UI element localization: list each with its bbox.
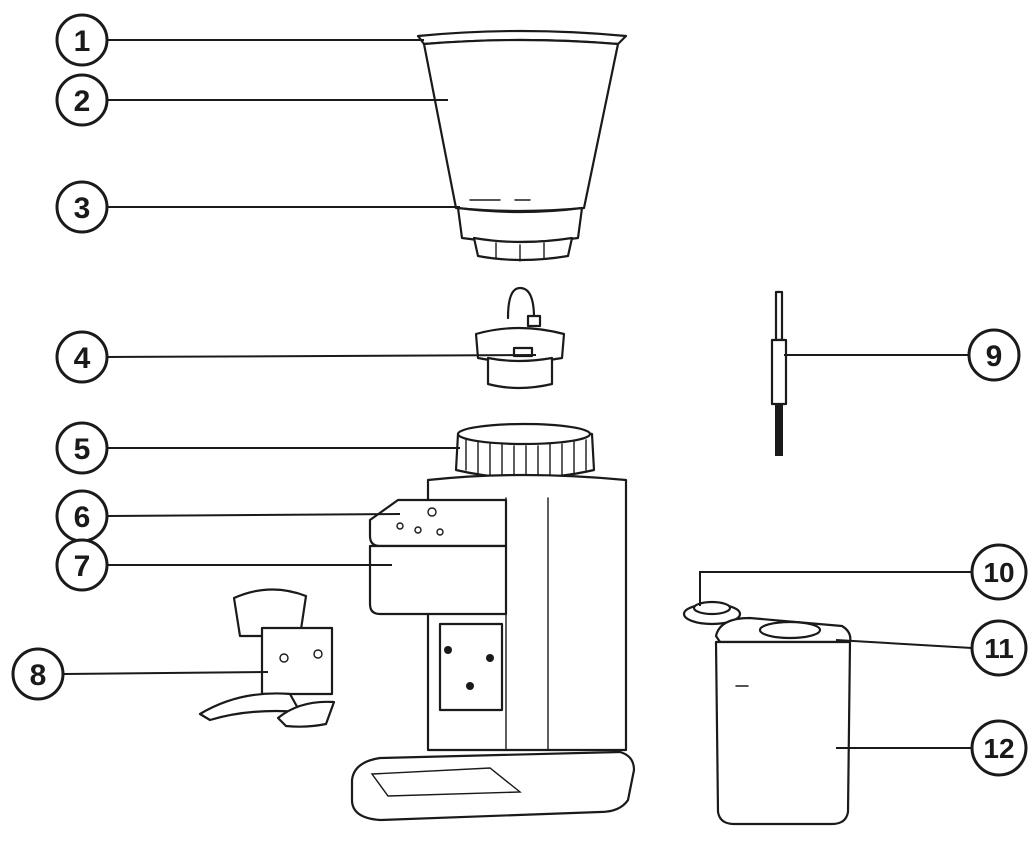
leader-11	[835, 639, 973, 649]
burr-cylinder	[486, 356, 554, 390]
panel-icon	[396, 522, 404, 530]
grind-ring-ridges	[465, 439, 587, 479]
leader-10	[699, 571, 972, 606]
bean-hopper	[416, 29, 628, 262]
brush-tip	[774, 290, 784, 342]
cradle-plate	[260, 626, 334, 696]
hopper-collar	[472, 236, 574, 262]
cradle-top-hook	[232, 588, 308, 638]
hopper-body	[422, 38, 620, 213]
leader-6	[107, 513, 401, 517]
brush-bristles	[775, 404, 783, 456]
panel-icon	[414, 526, 422, 534]
callout-label: 11	[984, 633, 1014, 664]
portafilter-cradle	[198, 588, 336, 728]
cap-loop	[692, 600, 732, 616]
cradle-hole	[313, 649, 323, 659]
callout-label: 8	[30, 659, 47, 692]
brush-handle	[770, 338, 788, 406]
grind-ring	[454, 422, 596, 480]
cradle-arm-right	[276, 700, 336, 728]
callout-10: 10	[970, 543, 1028, 601]
callout-label: 7	[74, 550, 91, 583]
container-body	[714, 640, 852, 826]
callout-label: 12	[983, 733, 1014, 764]
callout-label: 4	[74, 342, 91, 375]
callout-12: 12	[970, 719, 1028, 777]
callout-label: 10	[983, 557, 1014, 588]
cradle-hole	[279, 653, 289, 663]
callout-1: 1	[55, 13, 109, 67]
burr-handle	[506, 286, 536, 320]
callout-2: 2	[55, 73, 109, 127]
cleaning-brush	[770, 290, 788, 456]
panel-icon	[427, 507, 437, 517]
base-tray	[350, 750, 636, 822]
callout-4: 4	[55, 330, 109, 384]
mount-hole	[486, 654, 494, 662]
callout-8: 8	[11, 647, 65, 701]
mount-hole	[466, 682, 474, 690]
burr-knob	[526, 314, 542, 328]
callout-7: 7	[55, 538, 109, 592]
callout-11: 11	[970, 619, 1028, 677]
cradle-mount-plate	[438, 622, 504, 712]
callout-5: 5	[55, 421, 109, 475]
hopper-base-ring	[456, 206, 584, 244]
leader-lines	[63, 39, 973, 749]
mount-hole	[444, 646, 452, 654]
callout-label: 5	[74, 433, 91, 466]
panel-icon	[436, 528, 444, 536]
upper-burr	[474, 286, 566, 390]
tray-recess	[370, 767, 522, 797]
grounds-container	[682, 600, 852, 826]
callout-label: 2	[74, 85, 91, 118]
grinder-body	[350, 473, 636, 822]
leader-8	[63, 671, 269, 675]
callout-9: 9	[967, 328, 1021, 382]
lid-opening	[758, 620, 822, 640]
callout-label: 6	[74, 501, 91, 534]
dispenser-front	[368, 544, 508, 616]
callout-label: 3	[74, 192, 91, 225]
callout-label: 9	[986, 340, 1003, 373]
leader-4	[107, 354, 537, 358]
callout-3: 3	[55, 180, 109, 234]
control-panel	[368, 498, 508, 548]
callout-label: 1	[74, 25, 91, 58]
callout-6: 6	[55, 489, 109, 543]
grind-ring-top	[456, 422, 592, 446]
